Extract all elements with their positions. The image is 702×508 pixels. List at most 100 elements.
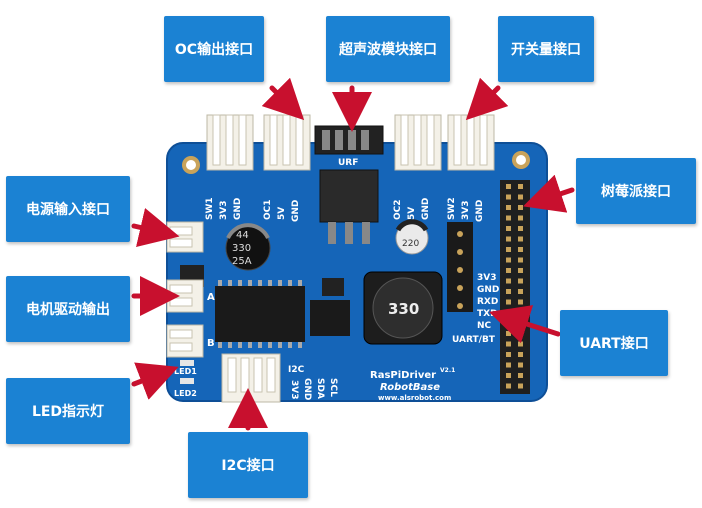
cap1-text: 44 — [236, 230, 249, 241]
uart-pin-label: NC — [477, 321, 492, 331]
rpi-header-pin — [506, 236, 511, 242]
i2c-title: I2C — [288, 365, 305, 375]
rpi-header-pin — [506, 205, 511, 210]
cap1-text: 330 — [232, 243, 251, 254]
rpi-header-pin — [518, 268, 523, 273]
rpi-header-pin — [518, 194, 523, 200]
rpi-header-pin — [506, 341, 511, 347]
i2c-pin-label: SCL — [328, 378, 338, 397]
rpi-header-pin — [518, 383, 523, 389]
arrow-uart — [488, 305, 561, 344]
rpi-header-pin — [518, 362, 523, 368]
oc2-pin-label: 5V — [407, 207, 417, 220]
rpi-header-pin — [506, 289, 511, 294]
voltage-regulator — [319, 169, 379, 244]
sw1-pin-label: GND — [233, 198, 243, 220]
cap2-text: 220 — [402, 239, 419, 249]
rpi-header-pin — [506, 184, 511, 189]
callout-oc-output: OC输出接口 — [164, 16, 264, 82]
rpi-header-pin — [518, 373, 523, 378]
callout-raspberry-pi: 树莓派接口 — [576, 158, 696, 224]
rpi-header-pin — [518, 205, 523, 210]
rpi-header-pin — [506, 278, 511, 284]
arrow-led — [131, 362, 179, 400]
arrow-switch — [465, 77, 509, 121]
rpi-header-pin — [506, 362, 511, 368]
arrow-oc — [261, 77, 305, 121]
rpi-header-pin — [506, 247, 511, 252]
oc2-pin-label: GND — [421, 198, 431, 220]
callout-power-input: 电源输入接口 — [6, 176, 130, 242]
capacitor-small: 220 — [395, 219, 429, 255]
rpi-header-pin — [518, 215, 523, 221]
urf-connector — [314, 125, 384, 155]
sw2-pin-label: GND — [475, 200, 485, 222]
rpi-header-pin — [506, 331, 511, 336]
rpi-header-pin — [518, 331, 523, 336]
capacitor-large: 44 330 25A — [225, 223, 271, 271]
oc1-pin-label: 5V — [277, 207, 287, 220]
power-input-connector — [166, 221, 204, 253]
oc1-pin-label: GND — [291, 200, 301, 222]
rpi-header-pin — [506, 215, 511, 221]
rpi-header-pin — [518, 184, 523, 189]
led2-label: LED2 — [174, 389, 197, 398]
rpi-header-pin — [518, 289, 523, 294]
uart-pin-label: RXD — [477, 297, 498, 307]
rpi-header-pin — [506, 352, 511, 357]
rpi-header-pin — [518, 257, 523, 263]
uart-bt-label: UART/BT — [452, 335, 496, 345]
sw2-pin-label: SW2 — [447, 197, 457, 220]
inductor-text: 330 — [388, 300, 419, 318]
rpi-header-pin — [506, 268, 511, 273]
cap1-text: 25A — [232, 256, 252, 267]
motor-driver-chip — [215, 280, 305, 348]
arrow-power — [131, 208, 180, 247]
i2c-connector — [221, 353, 281, 403]
rpi-header-pin — [506, 194, 511, 200]
small-chip-2 — [322, 278, 344, 296]
arrow-rpi — [523, 174, 575, 213]
callout-led: LED指示灯 — [6, 378, 130, 444]
board-version: V2.1 — [440, 367, 455, 374]
rpi-header-pin — [518, 352, 523, 357]
sw2-connector — [447, 114, 495, 171]
sw2-pin-label: 3V3 — [461, 201, 471, 221]
motor-a-label: A — [207, 292, 215, 303]
uart-pin-label: GND — [477, 285, 499, 295]
brand-url: www.alsrobot.com — [378, 394, 451, 402]
oc1-pin-label: OC1 — [263, 199, 273, 220]
led1 — [180, 360, 194, 366]
callout-arrows — [131, 77, 575, 431]
rpi-header-pin — [506, 383, 511, 389]
uart-pin-label: TXD — [477, 309, 498, 319]
callout-switch-input: 开关量接口 — [498, 16, 594, 82]
i2c-pin-label: GND — [302, 378, 312, 400]
rpi-header-pin — [506, 257, 511, 263]
callout-motor-output: 电机驱动输出 — [6, 276, 130, 342]
i2c-pin-label: 3V3 — [289, 380, 299, 400]
sw1-connector — [206, 114, 254, 171]
uart-header — [447, 222, 473, 312]
rpi-header-pin — [518, 278, 523, 284]
rpi-header-pin — [518, 341, 523, 347]
brand-name: RobotBase — [380, 382, 440, 393]
logic-chip — [310, 300, 350, 336]
callout-i2c: I2C接口 — [188, 432, 308, 498]
uart-pin-label: 3V3 — [477, 273, 497, 283]
callout-uart: UART接口 — [560, 310, 668, 376]
callout-ultrasonic: 超声波模块接口 — [326, 16, 450, 82]
rpi-header-pin — [518, 236, 523, 242]
urf-label: URF — [338, 158, 358, 168]
rpi-header-pin — [506, 373, 511, 378]
motor-b-label: B — [207, 338, 215, 349]
raspberry-pi-header — [500, 180, 530, 394]
led1-label: LED1 — [174, 367, 197, 376]
rpi-header-pin — [518, 226, 523, 231]
rpi-header-pin — [506, 299, 511, 305]
oc1-connector — [263, 114, 311, 171]
led2 — [180, 378, 194, 384]
oc2-connector — [394, 114, 442, 171]
rpi-header-pin — [518, 310, 523, 315]
